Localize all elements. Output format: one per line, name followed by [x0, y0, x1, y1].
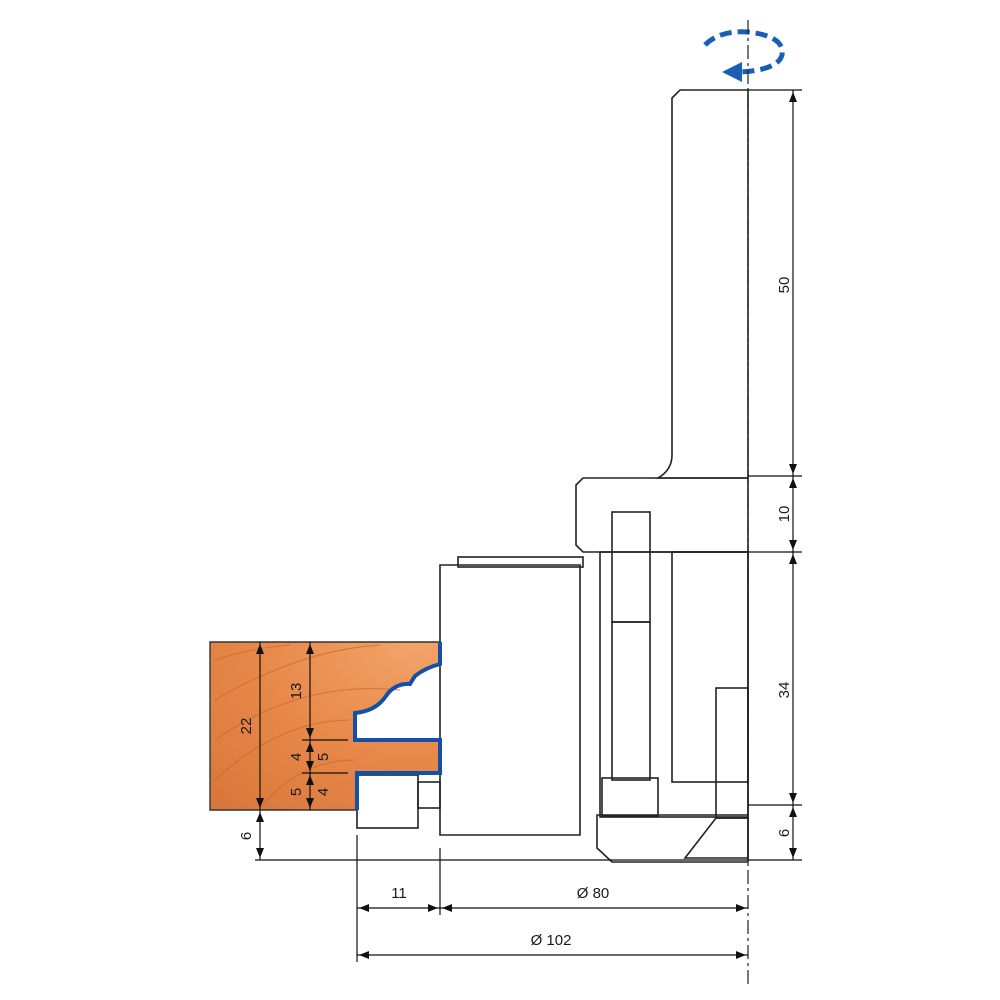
countersunk-screw — [683, 687, 749, 859]
dim-diameter-total: Ø 102 — [531, 932, 572, 949]
top-collar — [575, 477, 749, 553]
cutter-blade — [439, 564, 581, 836]
pin — [417, 781, 441, 809]
bolt — [601, 511, 659, 817]
dim-diameter-body: Ø 80 — [577, 885, 610, 902]
dim-collar-height: 10 — [776, 506, 793, 523]
dim-profile-top: 13 — [288, 683, 305, 700]
wood-grain — [214, 644, 401, 809]
dim-groove-a: 5 — [288, 788, 305, 796]
profile-outline — [353, 642, 442, 810]
bearing-block — [356, 774, 419, 829]
bottom-ring — [596, 814, 749, 863]
dim-shank-length: 50 — [776, 277, 793, 294]
left-dimensions — [255, 642, 748, 962]
dim-cut-depth: 11 — [391, 885, 407, 902]
dim-tongue-b: 5 — [315, 753, 332, 761]
dim-bottom-height: 6 — [776, 829, 793, 837]
shank — [654, 89, 749, 479]
dim-workpiece-thickness: 22 — [238, 718, 255, 735]
right-dimensions — [748, 89, 802, 861]
dim-bearing-offset: 6 — [238, 832, 255, 840]
rotation-arrow-icon — [703, 29, 785, 82]
dim-body-height: 34 — [776, 682, 793, 699]
dim-groove-b: 4 — [315, 788, 332, 796]
dim-tongue-a: 4 — [288, 753, 305, 761]
